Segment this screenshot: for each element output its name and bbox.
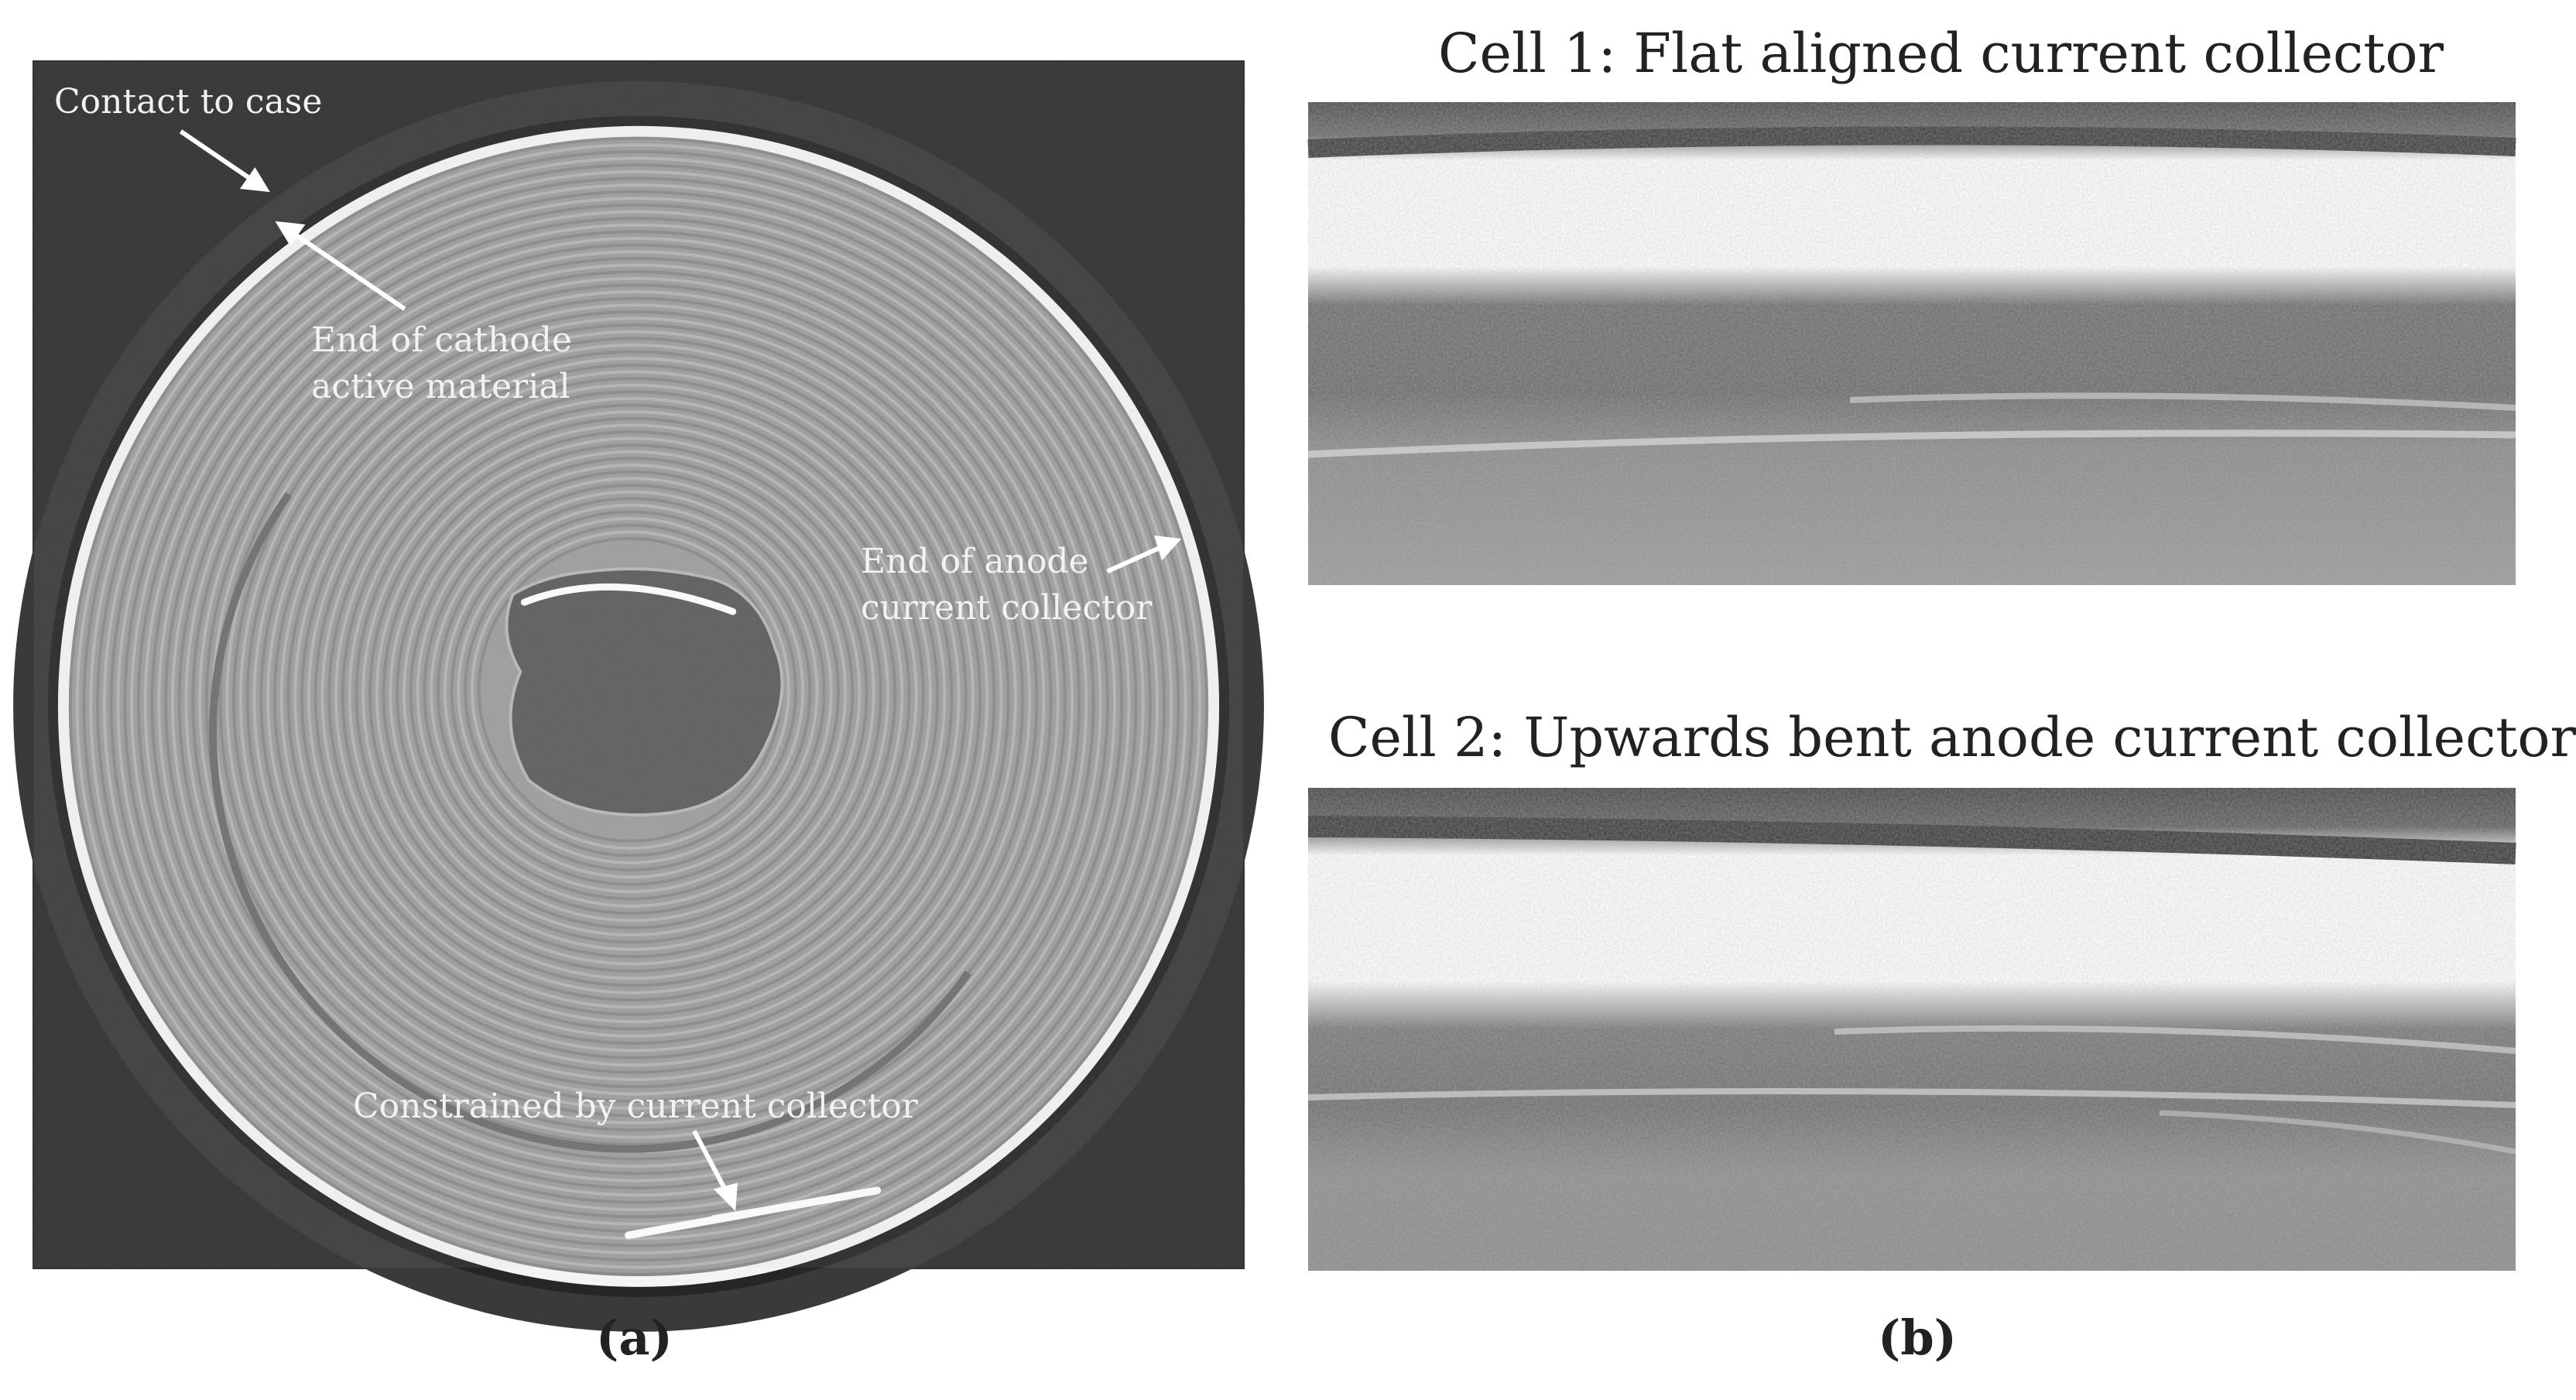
cell2-zoom-image bbox=[1307, 788, 2516, 1271]
caption-a: (a) bbox=[596, 1309, 673, 1366]
annotation-end-of-anode: End of anode current collector bbox=[861, 542, 1153, 628]
annotation-arrows bbox=[179, 129, 1182, 1211]
ct-image-graphic bbox=[13, 62, 1264, 1332]
ct-cross-section-image: Contact to case End of cathode active ma… bbox=[13, 60, 1264, 1332]
caption-b: (b) bbox=[1878, 1309, 1958, 1366]
cell2-strip-graphic bbox=[1307, 788, 2516, 1271]
annotation-end-of-cathode: End of cathode active material bbox=[311, 320, 572, 406]
annotation-contact-to-case: Contact to case bbox=[54, 82, 323, 122]
annotation-constrained: Constrained by current collector bbox=[353, 1087, 918, 1126]
cell1-zoom-image bbox=[1307, 102, 2516, 585]
cell2-title: Cell 2: Upwards bent anode current colle… bbox=[1328, 706, 2576, 769]
cell1-strip-graphic bbox=[1307, 102, 2516, 585]
cell1-title: Cell 1: Flat aligned current collector bbox=[1438, 22, 2444, 85]
